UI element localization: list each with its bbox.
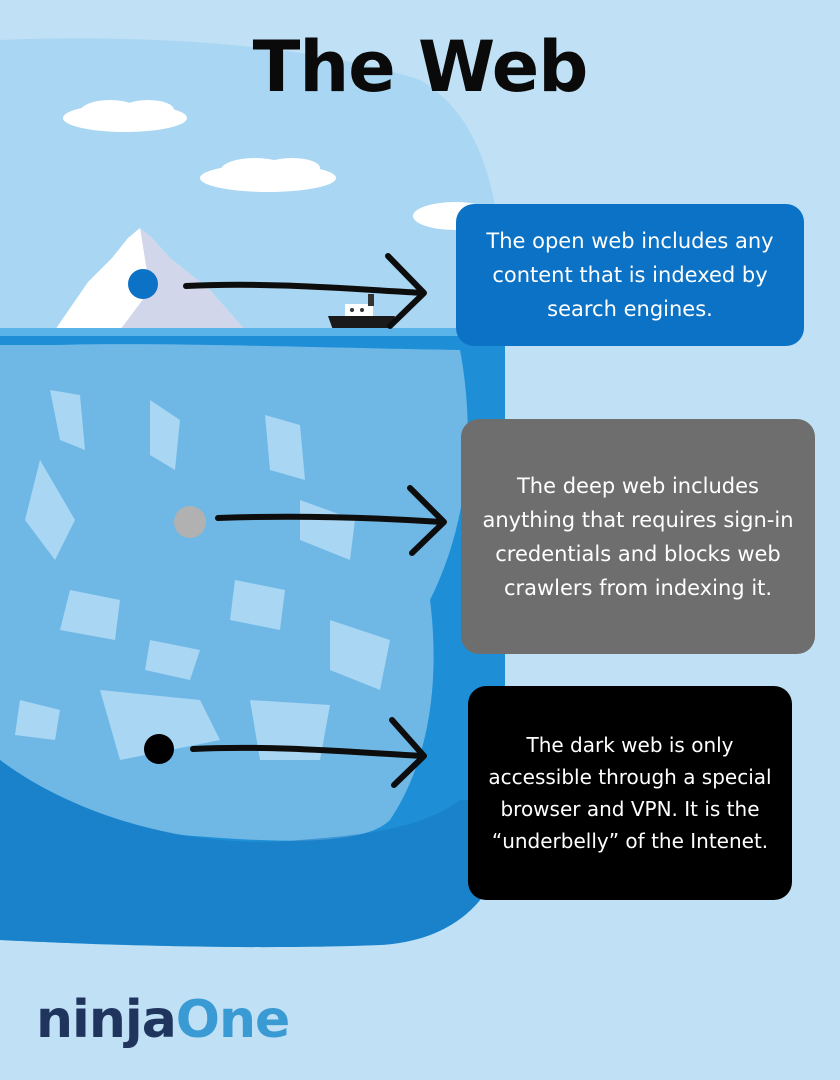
open-web-dot bbox=[128, 269, 158, 299]
open-web-box: The open web includes any content that i… bbox=[456, 204, 804, 346]
deep-web-box: The deep web includes anything that requ… bbox=[461, 419, 815, 654]
dark-web-box: The dark web is only accessible through … bbox=[468, 686, 792, 900]
arrow-icon bbox=[190, 717, 427, 788]
arrow-icon bbox=[215, 485, 447, 556]
deep-water-shade bbox=[0, 760, 505, 948]
ship-icon bbox=[328, 294, 395, 330]
cloud-icon bbox=[63, 100, 187, 132]
ninjaone-logo: ninjaOne bbox=[36, 990, 290, 1050]
page-title: The Web bbox=[252, 26, 589, 108]
cloud-icon bbox=[200, 158, 336, 192]
deep-web-dot bbox=[174, 506, 206, 538]
arrow-icon bbox=[183, 253, 427, 329]
ice-patches bbox=[15, 390, 390, 760]
logo-part-one: One bbox=[175, 990, 290, 1050]
open-web-text: The open web includes any content that i… bbox=[486, 229, 774, 321]
iceberg-tip-shade bbox=[120, 228, 245, 330]
dark-web-text: The dark web is only accessible through … bbox=[488, 733, 772, 853]
dark-web-dot bbox=[144, 734, 174, 764]
water-line bbox=[0, 328, 505, 336]
logo-part-ninja: ninja bbox=[36, 990, 177, 1050]
deep-web-text: The deep web includes anything that requ… bbox=[482, 473, 794, 600]
